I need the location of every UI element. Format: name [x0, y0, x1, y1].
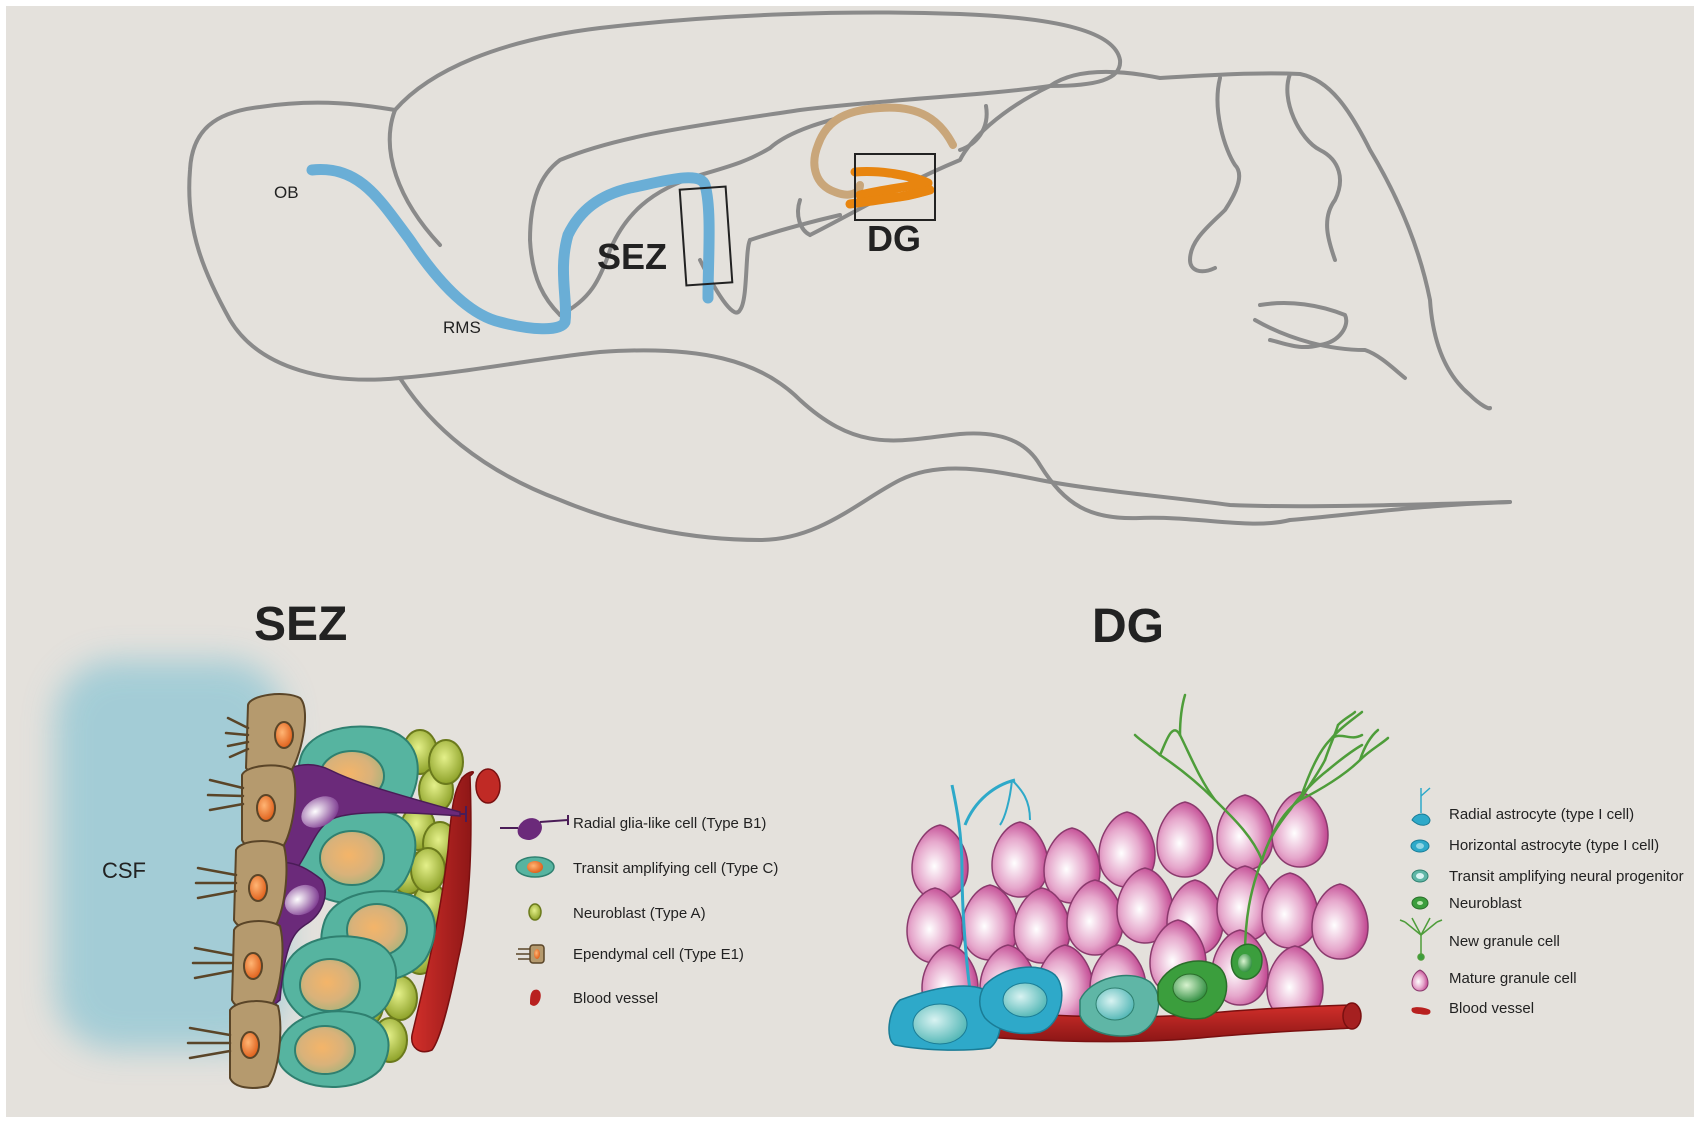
dg-horizontal-astrocyte: [979, 966, 1063, 1035]
sez-region-box: [678, 185, 734, 287]
sez-legend-label-5: Blood vessel: [573, 990, 658, 1007]
sez-ependymal-cells: [229, 693, 307, 1089]
rms-migratory-stream: [306, 164, 715, 335]
sez-brain-label: SEZ: [597, 236, 667, 277]
ependymal-icon: [516, 944, 545, 964]
dg-blood-vessel-end: [1342, 1002, 1362, 1030]
brain-sagittal-outline: [187, 10, 1512, 542]
hippocampus-outer-curve: [810, 103, 957, 199]
blood-vessel-icon: [1411, 1007, 1431, 1015]
rms-label: RMS: [443, 318, 481, 337]
dg-new-granule-cell: [1133, 693, 1390, 957]
dg-new-granule-cell-nucleus: [1238, 954, 1252, 972]
sez-ependymal-cilia: [186, 716, 250, 1060]
dg-legend-label-3: Transit amplifying neural progenitor: [1449, 868, 1684, 885]
neuroblast-icon: [528, 903, 542, 921]
neuroblast-icon: [1411, 896, 1429, 910]
dentate-gyrus-curve-inner: [845, 185, 935, 209]
sez-legend: Radial glia-like cell (Type B1) Transit …: [500, 815, 778, 1007]
dg-legend-label-7: Blood vessel: [1449, 1000, 1534, 1017]
dg-panel-title: DG: [1092, 600, 1164, 653]
csf-label: CSF: [102, 858, 146, 883]
sez-legend-label-4: Ependymal cell (Type E1): [573, 946, 744, 963]
dg-legend-label-5: New granule cell: [1449, 933, 1560, 950]
dg-legend: Radial astrocyte (type I cell) Horizonta…: [1399, 787, 1684, 1017]
sez-blood-vessel: [411, 771, 474, 1053]
radial-astrocyte-icon: [1411, 787, 1431, 826]
dg-brain-label: DG: [867, 218, 921, 259]
dg-legend-label-1: Radial astrocyte (type I cell): [1449, 806, 1634, 823]
csf-region: [55, 660, 285, 1050]
dg-legend-label-6: Mature granule cell: [1449, 970, 1577, 987]
ob-label: OB: [274, 183, 299, 202]
sez-legend-label-1: Radial glia-like cell (Type B1): [573, 815, 766, 832]
sez-legend-label-3: Neuroblast (Type A): [573, 905, 706, 922]
transit-cell-icon: [515, 856, 555, 878]
dg-neuroblast: [1157, 960, 1228, 1020]
radial-glia-icon: [500, 815, 569, 840]
dg-legend-label-4: Neuroblast: [1449, 895, 1522, 912]
dg-region-box: [854, 153, 936, 221]
sez-legend-label-2: Transit amplifying cell (Type C): [573, 860, 778, 877]
new-granule-cell-icon: [1399, 917, 1443, 961]
dg-transit-progenitor: [1079, 974, 1160, 1037]
mature-granule-cell-icon: [1411, 969, 1429, 992]
dg-radial-astrocyte: [888, 778, 1031, 1051]
blood-vessel-icon: [530, 989, 541, 1006]
horizontal-astrocyte-icon: [1410, 839, 1430, 853]
sez-panel-title: SEZ: [254, 598, 347, 651]
transit-progenitor-icon: [1411, 869, 1429, 883]
sez-blood-vessel-end: [475, 768, 501, 804]
dg-legend-label-2: Horizontal astrocyte (type I cell): [1449, 837, 1659, 854]
